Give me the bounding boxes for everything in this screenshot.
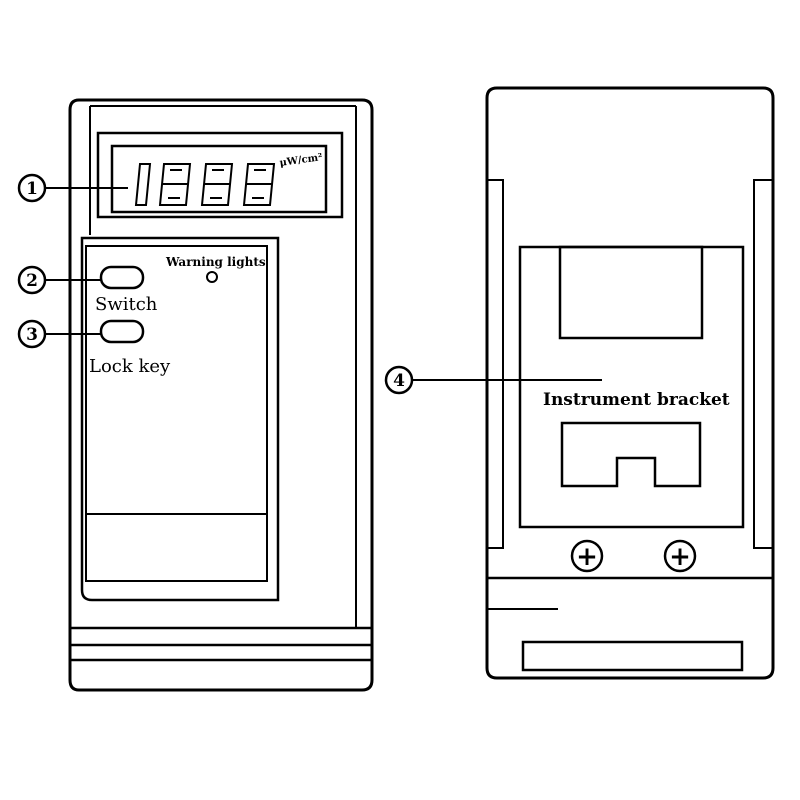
callout-2-number: 2 xyxy=(26,271,38,291)
meter-body-outline xyxy=(68,98,374,692)
warning-light xyxy=(206,271,218,283)
screw-left xyxy=(570,539,604,573)
digit-segment xyxy=(158,163,192,206)
screw-right-symbol: + xyxy=(669,542,691,572)
lock-key-label: Lock key xyxy=(89,356,171,377)
battery-slot xyxy=(521,640,744,672)
digit-segment xyxy=(242,163,276,206)
digit-segment xyxy=(134,163,152,206)
switch-button xyxy=(99,265,145,290)
bracket-bottom-clip xyxy=(560,421,702,488)
callout-4: 4 xyxy=(384,365,414,395)
instrument-bracket xyxy=(518,245,745,529)
callout-3-number: 3 xyxy=(26,325,38,345)
digit-segment xyxy=(200,163,234,206)
callout-lines xyxy=(46,187,602,381)
control-panel xyxy=(80,236,280,602)
right-rail xyxy=(753,179,774,549)
display-window xyxy=(110,144,328,214)
meter-front-view xyxy=(68,98,374,692)
callout-1-circle xyxy=(17,173,47,203)
left-rail xyxy=(486,179,504,549)
back-body-outline xyxy=(485,86,775,680)
switch-label: Switch xyxy=(95,294,158,315)
callout-1-number: 1 xyxy=(26,179,38,199)
screw-right xyxy=(663,539,697,573)
callout-2-circle xyxy=(17,265,47,295)
panel-inner xyxy=(85,245,268,582)
warning-lights-label: Warning lights xyxy=(165,255,266,269)
callout-2: 2 xyxy=(17,265,47,295)
callout-3: 3 xyxy=(17,319,47,349)
display-digits xyxy=(134,163,276,206)
instrument-bracket-label: Instrument bracket xyxy=(543,390,730,410)
lock-key-button xyxy=(99,319,145,344)
bracket-top-slot xyxy=(558,245,704,340)
callout-1: 1 xyxy=(17,173,47,203)
callout-4-circle xyxy=(384,365,414,395)
meter-back-view xyxy=(485,86,775,680)
display-unit: μW/cm² xyxy=(279,152,323,169)
screw-left-symbol: + xyxy=(576,542,598,572)
callout-4-number: 4 xyxy=(393,371,405,391)
display-bezel xyxy=(96,131,344,219)
callout-3-circle xyxy=(17,319,47,349)
